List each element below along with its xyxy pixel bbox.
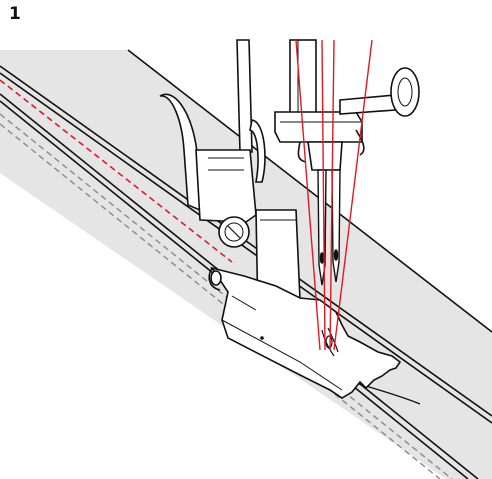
thread-2 [321,39,326,351]
thread-1 [295,39,321,351]
step-number: 1 [9,4,21,24]
needle-plate-slot [321,327,339,357]
needle-right [331,169,341,283]
red-threads [295,39,373,351]
seam-edge-line-2 [0,72,492,424]
gray-stitch-line-2 [0,123,441,479]
needle-bar-assembly [274,39,420,171]
fabric-top-edge [127,49,492,333]
thread-4 [333,39,373,351]
red-stitch-line [0,79,233,263]
needle-holder [307,141,343,171]
needle-shaft [289,39,317,121]
thread-3 [329,39,335,351]
presser-foot-sole [208,266,402,399]
gray-stitch-line-1 [0,113,453,479]
needle-clamp [274,111,363,143]
needle-screw-arm [339,94,396,115]
presser-foot-plate [210,266,402,399]
